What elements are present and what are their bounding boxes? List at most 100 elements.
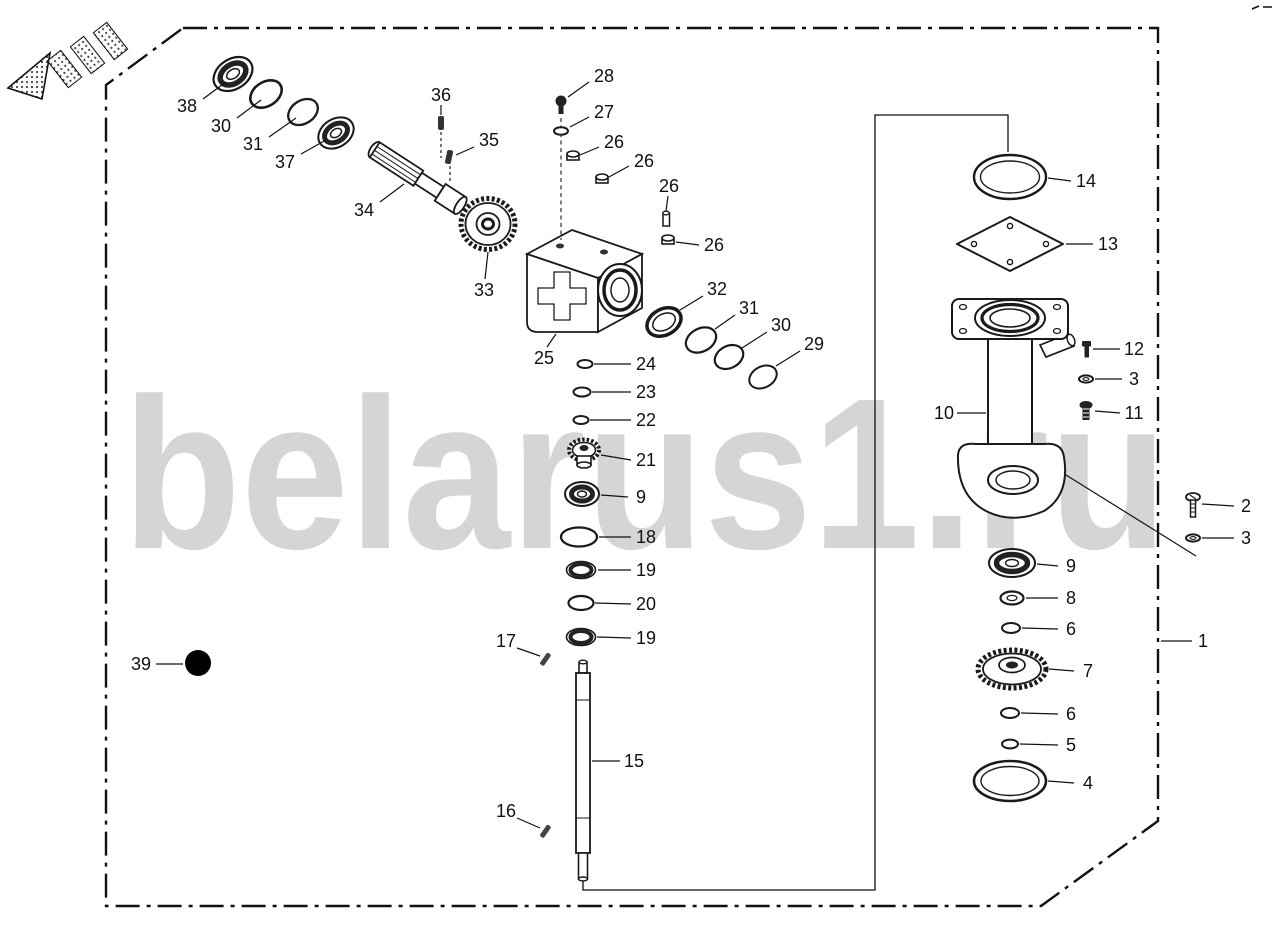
part-9-bearing-right [988,548,1036,578]
part-label-26: 26 [634,151,654,171]
labels-layer: 3830313734363533252827262626263231302924… [131,66,1251,829]
part-label-26: 26 [659,176,679,196]
part-label-2: 2 [1241,496,1251,516]
leader-line-4 [1047,780,1075,784]
part-3-washer-upper [1078,374,1094,384]
page-corner-mark [1251,5,1272,10]
part-11-bolt [1079,401,1093,420]
part-6-ring-upper [1001,622,1021,634]
part-label-7: 7 [1083,661,1093,681]
leader-line-6 [1021,627,1059,630]
part-29-ring [748,364,778,390]
part-38-seal [212,55,254,93]
part-label-9: 9 [1066,556,1076,576]
part-23-washer [572,386,592,398]
back-arrow-icon [6,21,129,101]
part-label-26: 26 [704,235,724,255]
part-label-6: 6 [1066,619,1076,639]
leader-line-20 [594,602,632,605]
leader-line-29 [775,350,801,367]
part-9-bearing-left [564,481,600,507]
part-label-10: 10 [934,403,954,423]
part-37-bearing [317,116,355,150]
part-label-16: 16 [496,801,516,821]
leader-line-26 [665,195,669,212]
part-19-seal-lower [565,627,597,647]
leader-line-26 [579,146,600,156]
part-label-14: 14 [1076,171,1096,191]
leader-line-26 [608,165,630,178]
part-label-36: 36 [431,85,451,105]
part-17-roll-pin [540,652,551,666]
leader-line-9 [1036,563,1059,567]
leader-line-27 [569,116,590,128]
part-34-input-shaft [367,141,468,216]
leader-line-19 [596,636,632,639]
leader-line-30 [236,99,262,119]
part-label-12: 12 [1124,339,1144,359]
part-28-bolt [555,95,567,240]
leader-line-7 [1048,668,1075,672]
leader-line-2 [1201,503,1235,507]
part-26-nut-a [566,150,580,161]
part-label-11: 11 [1125,403,1144,423]
part-26-nut-d [661,234,675,245]
part-19-seal-upper [565,560,597,580]
part-label-30: 30 [211,116,231,136]
part-label-1: 1 [1198,631,1208,651]
part-2-screw [1185,492,1201,518]
part-label-31: 31 [243,134,263,154]
part-label-22: 22 [636,410,656,430]
part-label-5: 5 [1066,735,1076,755]
part-label-15: 15 [624,751,644,771]
leader-line-26 [675,241,700,246]
part-24-washer [576,359,594,369]
leader-line-14 [1047,177,1072,182]
part-10-housing [951,298,1076,519]
leader-line-38 [202,81,227,100]
part-13-gasket [956,216,1064,272]
part-20-ring [567,594,595,612]
leader-line-31 [268,117,297,138]
leader-line-16 [516,817,541,829]
part-25-gearbox-housing [524,229,645,334]
part-label-3: 3 [1129,369,1139,389]
part-label-17: 17 [496,631,516,651]
leader-line-32 [679,295,704,311]
part-label-29: 29 [804,334,824,354]
part-label-24: 24 [636,354,656,374]
part-30-snap-ring-left [249,79,283,109]
part-22-washer [572,415,590,425]
part-label-27: 27 [594,102,614,122]
leader-line-11 [1094,410,1121,414]
part-label-34: 34 [354,200,374,220]
leader-line-17 [516,647,541,657]
part-8-washer [999,590,1025,606]
part-label-39: 39 [131,654,151,674]
part-4-o-ring [972,759,1048,803]
part-label-9: 9 [636,487,646,507]
part-label-26: 26 [604,132,624,152]
part-31-ring-right [684,326,718,354]
leader-line-33 [484,251,489,280]
part-3-washer-lower [1185,533,1201,543]
leader-line-21 [600,454,632,461]
part-label-30: 30 [771,315,791,335]
part-label-31: 31 [739,298,759,318]
part-label-35: 35 [479,130,499,150]
leader-line-31 [714,314,736,330]
part-label-25: 25 [534,348,554,368]
part-31-snap-ring-left [287,97,319,127]
leader-line-35 [455,146,475,156]
part-label-38: 38 [177,96,197,116]
leader-line-37 [300,139,327,155]
leader-line-25 [546,333,557,348]
leader-line-5 [1019,743,1059,746]
leader-line-30 [741,331,768,349]
drawing-border [104,26,1160,908]
part-18-ring [559,526,599,548]
part-label-6: 6 [1066,704,1076,724]
part-12-bolt [1082,341,1091,358]
part-label-23: 23 [636,382,656,402]
part-7-gear [975,647,1049,691]
